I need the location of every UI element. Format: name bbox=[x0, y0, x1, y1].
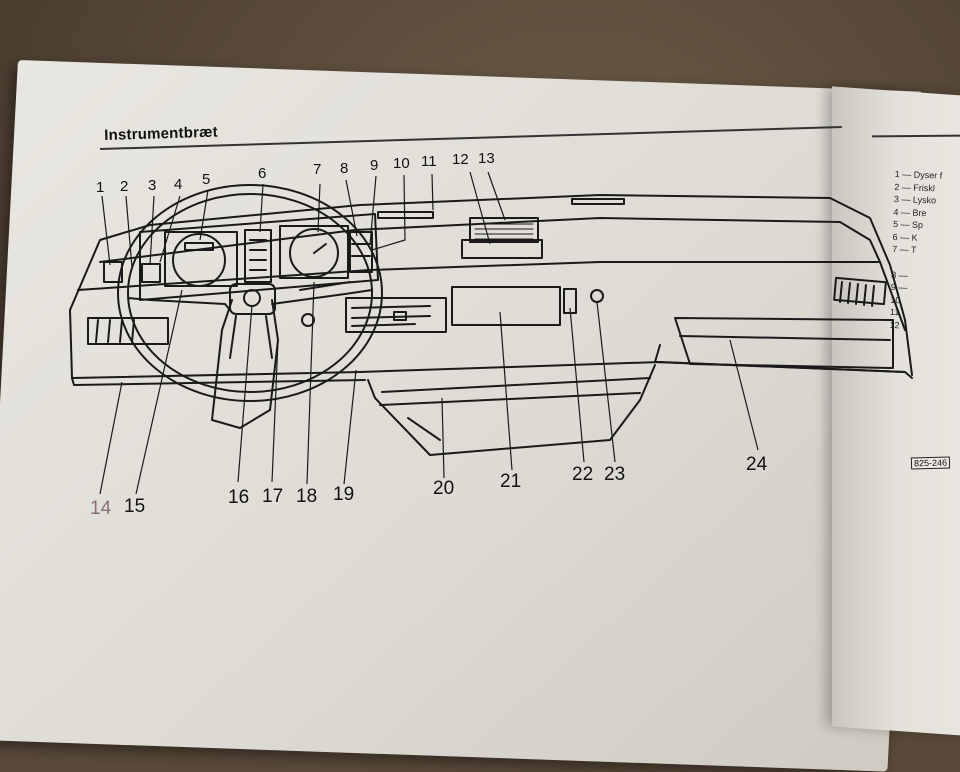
callout-15: 15 bbox=[124, 496, 145, 517]
leader-21 bbox=[499, 311, 513, 471]
callout-20: 20 bbox=[433, 478, 454, 499]
callout-17: 17 bbox=[262, 486, 283, 507]
tacho-needle bbox=[313, 243, 327, 254]
callout-14: 14 bbox=[90, 498, 112, 519]
dash-lower-edge bbox=[69, 309, 913, 379]
steering-wheel-inner bbox=[127, 193, 373, 393]
leader-8 bbox=[345, 179, 358, 237]
callout-21: 21 bbox=[500, 471, 521, 492]
leader-5 bbox=[199, 189, 209, 241]
callout-7: 7 bbox=[313, 161, 321, 178]
callout-18: 18 bbox=[296, 486, 317, 507]
wheel-spoke-right bbox=[271, 289, 373, 305]
glovebox-corner bbox=[407, 417, 441, 441]
heater-block bbox=[345, 297, 447, 333]
instrument-cluster bbox=[139, 213, 379, 301]
heater-sliders bbox=[351, 305, 431, 327]
glovebox-inner bbox=[381, 377, 651, 393]
callout-19: 19 bbox=[333, 484, 354, 505]
callout-22: 22 bbox=[572, 464, 593, 485]
glovebox-tray bbox=[367, 364, 656, 456]
speaker-grille-lines bbox=[474, 223, 534, 240]
heater-knob bbox=[393, 311, 407, 321]
leader-16 bbox=[237, 304, 253, 483]
dash-left-side bbox=[69, 267, 89, 311]
defroster-vent-left bbox=[377, 211, 434, 219]
radio-panel bbox=[451, 286, 561, 326]
dash-upper-panel bbox=[99, 217, 881, 263]
right-vent bbox=[833, 276, 887, 306]
left-vent bbox=[87, 317, 169, 345]
callout-6: 6 bbox=[258, 165, 266, 182]
odometer bbox=[184, 242, 214, 251]
callout-11: 11 bbox=[421, 153, 437, 170]
defroster-vent-right bbox=[571, 198, 625, 205]
dash-front-face bbox=[77, 261, 906, 331]
callout-8: 8 bbox=[340, 160, 348, 177]
steering-column bbox=[211, 329, 279, 429]
leader-2 bbox=[125, 195, 133, 269]
leader-14 bbox=[99, 381, 123, 495]
leader-4 bbox=[159, 195, 181, 263]
left-switch-2 bbox=[141, 263, 161, 283]
speedo-frame bbox=[164, 231, 238, 287]
callout-4: 4 bbox=[174, 176, 182, 193]
callout-3: 3 bbox=[148, 177, 156, 194]
knob-18 bbox=[301, 313, 315, 327]
callout-16: 16 bbox=[228, 487, 249, 508]
stalk-18 bbox=[299, 281, 351, 291]
dash-top-edge bbox=[87, 194, 913, 376]
left-vent-lines bbox=[95, 319, 135, 343]
dashboard-diagram: 1 2 3 4 5 6 7 8 9 10 11 12 13 14 15 16 1… bbox=[69, 150, 913, 519]
wheel-hub bbox=[229, 283, 276, 315]
leader-17 bbox=[271, 339, 279, 483]
leader-10 bbox=[371, 174, 406, 251]
right-compartment-lip bbox=[679, 335, 891, 341]
warning-lights bbox=[249, 239, 267, 271]
wheel-spoke-lower bbox=[229, 315, 273, 359]
left-switch-1 bbox=[103, 261, 123, 283]
leader-9 bbox=[369, 175, 377, 246]
speedometer-dial bbox=[172, 233, 226, 287]
leader-11 bbox=[431, 173, 434, 211]
steering-wheel-outer bbox=[117, 184, 383, 402]
leader-20 bbox=[441, 397, 445, 479]
leader-24 bbox=[729, 339, 759, 451]
wheel-spoke-left bbox=[127, 297, 231, 311]
callout-1: 1 bbox=[96, 179, 104, 196]
callout-5: 5 bbox=[202, 171, 210, 188]
leader-12 bbox=[469, 171, 491, 245]
callout-12: 12 bbox=[452, 151, 469, 168]
horn-emblem bbox=[243, 289, 261, 307]
dash-lower-edge-2 bbox=[71, 377, 366, 386]
tachometer-dial bbox=[289, 228, 339, 278]
leader-7 bbox=[317, 183, 321, 233]
leader-19 bbox=[343, 369, 357, 485]
right-vent-lines bbox=[839, 281, 875, 307]
leader-18 bbox=[306, 281, 315, 485]
callout-24: 24 bbox=[746, 454, 768, 475]
callout-2: 2 bbox=[120, 178, 128, 195]
warning-panel bbox=[244, 229, 272, 283]
leader-3 bbox=[149, 195, 155, 266]
knob-23 bbox=[590, 289, 604, 303]
leader-23 bbox=[596, 301, 616, 463]
callout-13: 13 bbox=[478, 150, 495, 167]
leader-15 bbox=[135, 289, 183, 495]
leader-22 bbox=[569, 307, 585, 463]
callout-23: 23 bbox=[604, 464, 625, 485]
leader-1 bbox=[101, 195, 111, 266]
glovebox-inner-2 bbox=[379, 392, 641, 406]
leader-13 bbox=[487, 171, 506, 221]
right-compartment bbox=[674, 317, 894, 369]
panel-12 bbox=[461, 239, 543, 259]
leader-6 bbox=[259, 183, 264, 233]
right-curve bbox=[654, 344, 906, 373]
callout-9: 9 bbox=[370, 157, 378, 174]
callout-10: 10 bbox=[393, 155, 410, 172]
